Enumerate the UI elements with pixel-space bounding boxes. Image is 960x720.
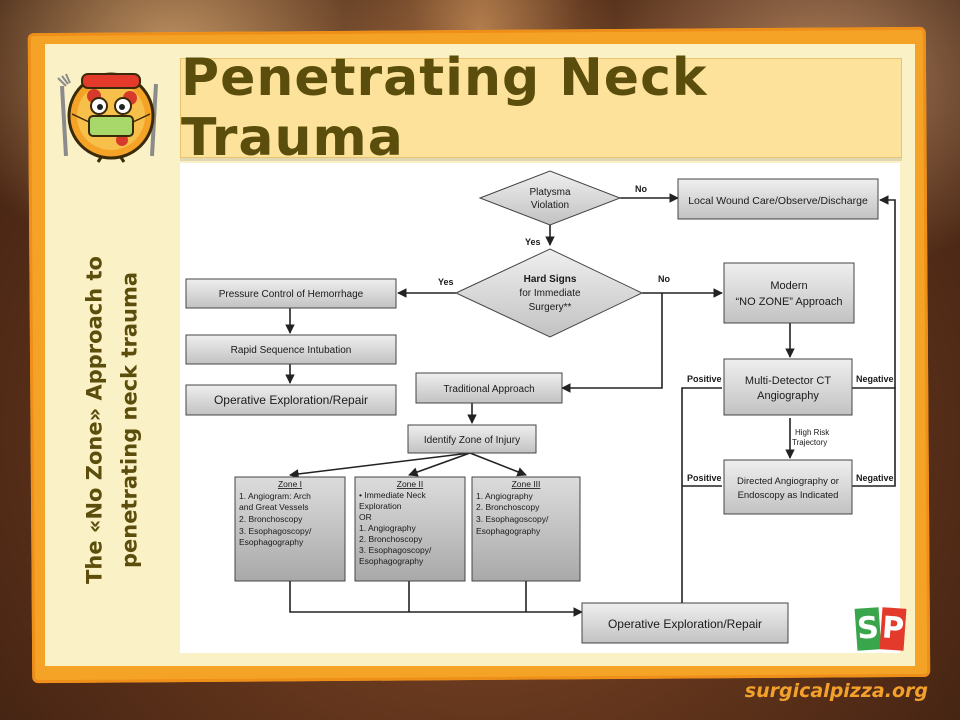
- rapid-sequence-box: Rapid Sequence Intubation: [185, 334, 397, 365]
- page-title: Penetrating Neck Trauma: [181, 48, 708, 168]
- zone-2-line-4: 1. Angiography: [359, 523, 416, 533]
- zone-2-line-1: • Immediate Neck: [359, 490, 426, 500]
- zone-1-line-2: and Great Vessels: [239, 502, 308, 512]
- label-positive-2: Positive: [687, 473, 722, 483]
- label-positive-1: Positive: [687, 374, 722, 384]
- zone-1-line-4: 3. Esophagoscopy/: [239, 526, 312, 536]
- platysma-decision: Platysma Violation: [478, 170, 622, 226]
- local-wound-care-label: Local Wound Care/Observe/Discharge: [688, 195, 868, 207]
- pizza-mascot-icon: [57, 72, 158, 163]
- sp-logo-p: P: [879, 607, 907, 651]
- high-risk-line-1: High Risk: [795, 428, 830, 437]
- zone-2-title: Zone II: [397, 479, 423, 489]
- label-yes-down: Yes: [525, 237, 541, 247]
- flowchart-diagram: No Yes Yes No Positive Negative Positive…: [185, 170, 896, 644]
- zone-2-line-7: Esophagography: [359, 556, 424, 566]
- pressure-control-label: Pressure Control of Hemorrhage: [219, 289, 364, 300]
- zone-1-line-5: Esophagography: [239, 537, 304, 547]
- modern-no-zone-box: Modern “NO ZONE” Approach: [723, 262, 855, 324]
- footer-website: surgicalpizza.org: [744, 680, 928, 702]
- identify-zone-box: Identify Zone of Injury: [407, 424, 537, 454]
- rapid-sequence-label: Rapid Sequence Intubation: [231, 345, 352, 356]
- label-no-top: No: [635, 184, 647, 194]
- zone-2-box: Zone II • Immediate Neck Exploration OR …: [354, 476, 466, 582]
- zone-1-line-1: 1. Angiogram: Arch: [239, 491, 311, 501]
- side-caption-line-1: The «No Zone» Approach to: [82, 256, 107, 584]
- zone-1-line-3: 2. Bronchoscopy: [239, 514, 303, 524]
- mdct-line-1: Multi-Detector CT: [745, 375, 831, 387]
- flowchart-panel: No Yes Yes No Positive Negative Positive…: [180, 163, 900, 653]
- zone-2-line-6: 3. Esophagoscopy/: [359, 545, 432, 555]
- side-caption: The «No Zone» Approach to penetrating ne…: [64, 240, 160, 600]
- mdct-box: Multi-Detector CT Angiography: [723, 358, 853, 416]
- identify-zone-label: Identify Zone of Injury: [424, 435, 520, 446]
- operative-repair-label-left: Operative Exploration/Repair: [214, 393, 368, 407]
- zone-2-line-5: 2. Bronchoscopy: [359, 534, 423, 544]
- mdct-line-2: Angiography: [757, 390, 819, 402]
- high-risk-line-2: Trajectory: [792, 438, 827, 447]
- hard-signs-decision: Hard Signs for Immediate Surgery**: [454, 248, 644, 338]
- operative-repair-box-left: Operative Exploration/Repair: [185, 384, 397, 416]
- modern-line-2: “NO ZONE” Approach: [736, 296, 843, 308]
- zone-3-box: Zone III 1. Angiography 2. Bronchoscopy …: [471, 476, 581, 582]
- traditional-approach-box: Traditional Approach: [415, 372, 563, 404]
- hard-signs-line-1: Hard Signs: [524, 274, 577, 285]
- sp-logo-s: S: [854, 607, 882, 651]
- zone-3-line-3: 3. Esophagoscopy/: [476, 514, 549, 524]
- sp-logo: S P: [854, 607, 907, 652]
- platysma-line-2: Violation: [531, 200, 569, 211]
- platysma-line-1: Platysma: [529, 187, 571, 198]
- label-no-right: No: [658, 274, 670, 284]
- operative-repair-box-final: Operative Exploration/Repair: [581, 602, 789, 644]
- zone-3-line-1: 1. Angiography: [476, 491, 533, 501]
- local-wound-care-box: Local Wound Care/Observe/Discharge: [677, 178, 879, 220]
- directed-angiography-box: Directed Angiography or Endoscopy as Ind…: [723, 459, 853, 515]
- directed-line-1: Directed Angiography or: [737, 476, 839, 487]
- label-negative-2: Negative: [856, 473, 894, 483]
- traditional-approach-label: Traditional Approach: [443, 384, 534, 395]
- zone-1-title: Zone I: [278, 479, 302, 489]
- title-banner: Penetrating Neck Trauma: [180, 48, 902, 168]
- modern-line-1: Modern: [770, 280, 807, 292]
- label-yes-left: Yes: [438, 277, 454, 287]
- operative-repair-label-final: Operative Exploration/Repair: [608, 617, 762, 631]
- zone-2-line-2: Exploration: [359, 501, 402, 511]
- pressure-control-box: Pressure Control of Hemorrhage: [185, 278, 397, 309]
- hard-signs-line-2: for Immediate: [519, 288, 581, 299]
- hard-signs-line-3: Surgery**: [529, 302, 572, 313]
- side-caption-line-2: penetrating neck trauma: [117, 271, 141, 569]
- label-negative-1: Negative: [856, 374, 894, 384]
- directed-line-2: Endoscopy as Indicated: [738, 490, 839, 501]
- zone-3-line-2: 2. Bronchoscopy: [476, 502, 540, 512]
- zone-3-title: Zone III: [512, 479, 541, 489]
- zone-1-box: Zone I 1. Angiogram: Arch and Great Vess…: [234, 476, 346, 582]
- zone-3-line-4: Esophagography: [476, 526, 541, 536]
- zone-2-line-3: OR: [359, 512, 372, 522]
